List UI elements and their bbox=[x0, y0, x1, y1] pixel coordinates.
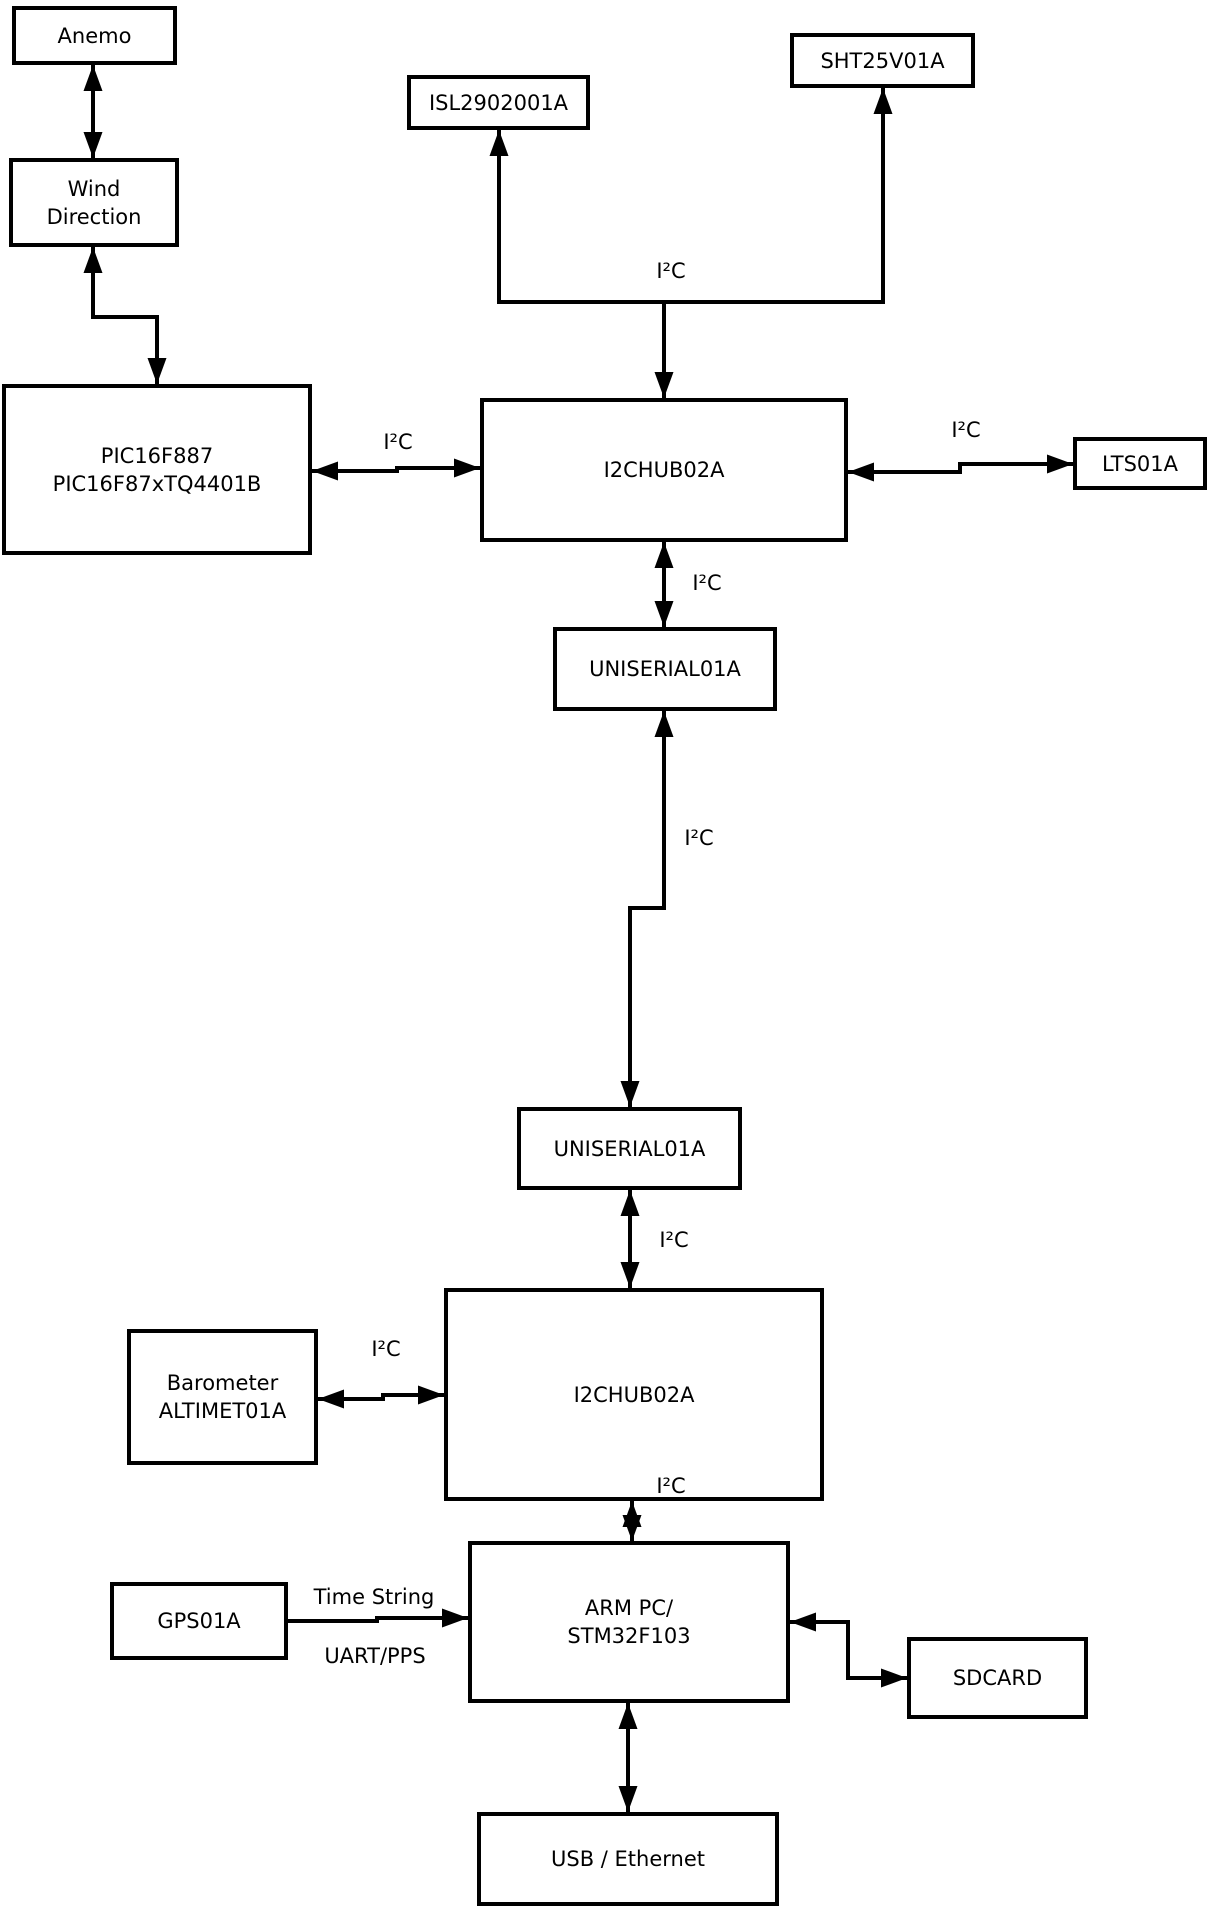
edge-pic-hub1 bbox=[312, 458, 480, 481]
node-label: Barometer bbox=[166, 1371, 279, 1395]
edge-wind-pic bbox=[83, 247, 167, 384]
node-label: I2CHUB02A bbox=[603, 458, 725, 482]
label-uart-pps: UART/PPS bbox=[324, 1644, 426, 1668]
node-label: PIC16F87xTQ4401B bbox=[52, 471, 262, 496]
node-uniserial01a-bottom: UNISERIAL01A bbox=[517, 1107, 742, 1190]
node-label: STM32F103 bbox=[567, 1624, 691, 1648]
node-label: Anemo bbox=[57, 23, 132, 48]
node-lts01a: LTS01A bbox=[1073, 437, 1207, 490]
node-label: UNISERIAL01A bbox=[553, 1136, 706, 1161]
node-label: GPS01A bbox=[157, 1609, 241, 1633]
label-i2c-bus-top: I²C bbox=[656, 259, 686, 283]
label-i2c-uni2-hub2: I²C bbox=[659, 1228, 689, 1252]
node-gps01a: GPS01A bbox=[110, 1582, 288, 1660]
label-i2c-uni1-uni2: I²C bbox=[684, 826, 714, 850]
node-i2chub02a-bottom: I2CHUB02A bbox=[444, 1288, 824, 1501]
edge-gps-arm bbox=[288, 1608, 468, 1628]
label-i2c-baro-hub2: I²C bbox=[371, 1337, 401, 1361]
node-anemo: Anemo bbox=[12, 6, 177, 65]
edge-arm-sdcard bbox=[790, 1612, 907, 1688]
edge-bus-isl-sht bbox=[489, 88, 893, 304]
node-label: I2CHUB02A bbox=[573, 1382, 695, 1407]
label-i2c-hub1-lts: I²C bbox=[951, 418, 981, 442]
node-label: PIC16F887 bbox=[100, 443, 214, 468]
node-label: ISL2902001A bbox=[428, 90, 569, 115]
node-usb-ethernet: USB / Ethernet bbox=[477, 1812, 779, 1906]
node-label: LTS01A bbox=[1101, 451, 1179, 476]
node-label: UNISERIAL01A bbox=[589, 657, 741, 681]
node-label: USB / Ethernet bbox=[551, 1847, 705, 1871]
label-i2c-hub1-uni1: I²C bbox=[692, 571, 722, 595]
node-sht25v01a: SHT25V01A bbox=[790, 33, 975, 88]
label-i2c-pic-hub1: I²C bbox=[383, 430, 413, 454]
node-sdcard: SDCARD bbox=[907, 1637, 1088, 1719]
node-label: ALTIMET01A bbox=[158, 1399, 287, 1423]
node-label: Wind bbox=[67, 176, 121, 201]
node-label: Direction bbox=[46, 204, 142, 229]
node-uniserial01a-top: UNISERIAL01A bbox=[553, 627, 777, 711]
edge-uniserial1-uniserial2 bbox=[620, 711, 674, 1107]
node-isl2902001a: ISL2902001A bbox=[407, 75, 590, 130]
node-i2chub02a-top: I2CHUB02A bbox=[480, 398, 848, 542]
edge-hub1-lts bbox=[848, 454, 1073, 482]
node-label: SDCARD bbox=[952, 1666, 1043, 1690]
edge-barometer-hub2 bbox=[318, 1385, 444, 1409]
label-i2c-hub2-arm: I²C bbox=[656, 1474, 686, 1498]
node-label: SHT25V01A bbox=[820, 48, 945, 73]
node-arm-pc-stm32f103: ARM PC/STM32F103 bbox=[468, 1541, 790, 1703]
node-label: ARM PC/ bbox=[584, 1596, 674, 1620]
label-time-string: Time String bbox=[313, 1585, 435, 1609]
